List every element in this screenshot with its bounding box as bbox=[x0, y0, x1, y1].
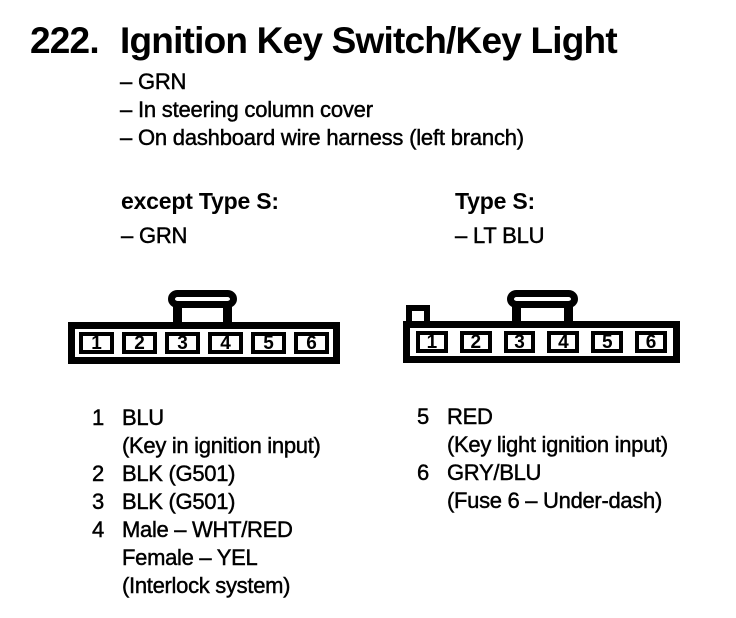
pin-function: (Key in ignition input) bbox=[122, 433, 321, 458]
variant-color-except-type-s: – GRN bbox=[121, 223, 188, 248]
pin-function: (Interlock system) bbox=[122, 573, 291, 598]
pin-function: (Fuse 6 – Under-dash) bbox=[447, 488, 663, 513]
descriptor-item: – In steering column cover bbox=[120, 97, 373, 122]
descriptor-list: – GRN – In steering column cover – On da… bbox=[120, 68, 525, 152]
pin-cell-4: 4 bbox=[547, 331, 580, 353]
pin-wire-color: Male – WHT/RED bbox=[122, 517, 293, 542]
pin-row: 5 RED (Key light ignition input) bbox=[417, 403, 669, 459]
connector-diagram-left: 1 2 3 4 5 6 bbox=[68, 322, 340, 364]
pin-row: 4 Male – WHT/RED Female – YEL (Interlock… bbox=[92, 516, 321, 600]
pin-wire-color: BLU bbox=[122, 405, 165, 430]
pin-number: 5 bbox=[417, 404, 430, 429]
pin-cell-1: 1 bbox=[416, 331, 448, 353]
pin-row: 6 GRY/BLU (Fuse 6 – Under-dash) bbox=[417, 459, 668, 515]
pin-cell-2: 2 bbox=[122, 332, 157, 354]
pin-cell-6: 6 bbox=[294, 332, 329, 354]
page-title: Ignition Key Switch/Key Light bbox=[120, 20, 618, 61]
pin-cell-1: 1 bbox=[79, 332, 114, 354]
pin-number: 1 bbox=[92, 405, 105, 430]
pin-wire-color: Female – YEL bbox=[122, 545, 258, 570]
pin-list-left: 1 BLU (Key in ignition input) 2 BLK (G50… bbox=[92, 404, 321, 600]
pin-number: 3 bbox=[92, 489, 105, 514]
pin-cell-5: 5 bbox=[251, 332, 286, 354]
pin-wire-color: BLK (G501) bbox=[122, 489, 236, 514]
pin-cell-5: 5 bbox=[591, 331, 624, 353]
pin-number: 6 bbox=[417, 460, 430, 485]
connector-latch-icon bbox=[168, 290, 237, 324]
connector-latch-icon bbox=[507, 290, 578, 324]
pin-row: 3 BLK (G501) bbox=[92, 488, 321, 516]
variant-heading-type-s: Type S: bbox=[455, 188, 535, 214]
variant-color-type-s: – LT BLU bbox=[455, 223, 545, 248]
pin-wire-color: RED bbox=[447, 404, 493, 429]
pin-cell-4: 4 bbox=[208, 332, 243, 354]
pin-row: 1 BLU (Key in ignition input) bbox=[92, 404, 321, 460]
pin-wire-color: BLK (G501) bbox=[122, 461, 236, 486]
pin-cell-3: 3 bbox=[165, 332, 200, 354]
pin-row: 2 BLK (G501) bbox=[92, 460, 321, 488]
pin-cell-3: 3 bbox=[503, 331, 536, 353]
pin-function: (Key light ignition input) bbox=[447, 432, 669, 457]
descriptor-item: – On dashboard wire harness (left branch… bbox=[120, 125, 525, 150]
pin-number: 2 bbox=[92, 461, 105, 486]
pin-list-right: 5 RED (Key light ignition input) 6 GRY/B… bbox=[417, 403, 669, 515]
variant-heading-except-type-s: except Type S: bbox=[121, 188, 279, 214]
pin-number: 4 bbox=[92, 517, 105, 542]
connector-diagram-right: 1 2 3 4 5 6 bbox=[403, 321, 680, 363]
pin-wire-color: GRY/BLU bbox=[447, 460, 542, 485]
pin-cell-2: 2 bbox=[459, 331, 492, 353]
pin-cell-6: 6 bbox=[635, 331, 667, 353]
section-number: 222. bbox=[30, 20, 100, 61]
descriptor-item: – GRN bbox=[120, 69, 187, 94]
